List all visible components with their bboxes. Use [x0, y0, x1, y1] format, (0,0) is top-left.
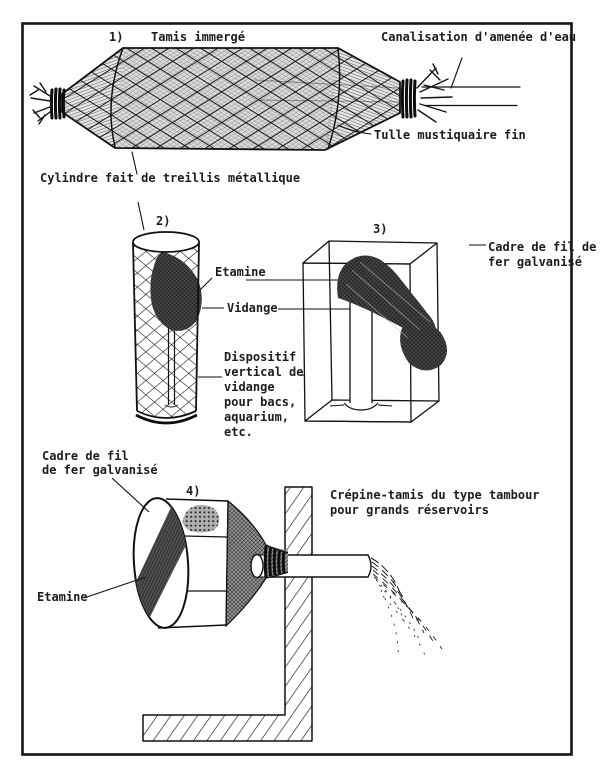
leader-etamine2-left — [199, 277, 213, 291]
fig1-water-pipe — [421, 86, 521, 107]
label-cadre-fig4: Cadre de fil de fer galvanisé — [42, 449, 158, 477]
fig4-water-jets — [370, 557, 443, 661]
leader-cylindre — [131, 151, 138, 175]
fig4-drum-drawing — [83, 477, 443, 742]
fig2-number: 2) — [156, 214, 171, 228]
label-etamine-fig2: Etamine — [215, 265, 266, 279]
leader-cadre4 — [111, 477, 150, 513]
leader-fig2-top — [137, 201, 145, 231]
label-etamine-fig4: Etamine — [37, 590, 88, 604]
leader-canalisation — [450, 57, 463, 89]
label-canalisation: Canalisation d'amenée d'eau — [381, 30, 577, 44]
fig1-title: Tamis immergé — [151, 30, 245, 44]
leader-tulle — [337, 124, 372, 135]
label-crepine: Crépine-tamis du type tambour pour grand… — [330, 488, 540, 517]
leader-etamine4 — [83, 576, 147, 599]
label-dispositif: Dispositif vertical de vidange pour bacs… — [224, 350, 304, 439]
fig2-cylinder-drawing — [132, 201, 358, 425]
fig1-number: 1) — [109, 30, 124, 44]
fig4-drum-face — [129, 497, 193, 629]
fig4-tie-wrap — [263, 544, 289, 579]
fig3-box-drawing — [302, 240, 486, 423]
fig1-net-drawing — [29, 47, 521, 175]
fig4-pipe-cap — [250, 553, 264, 579]
label-cadre-fig3: Cadre de fil de fer galvanisé — [488, 240, 597, 269]
fig3-etamine-sleeve — [337, 255, 447, 371]
fig4-number: 4) — [186, 484, 201, 498]
label-tulle: Tulle mustiquaire fin — [374, 128, 526, 142]
label-vidange: Vidange — [227, 301, 278, 315]
page-frame — [21, 22, 573, 756]
label-cylindre: Cylindre fait de treillis métallique — [40, 171, 301, 185]
fig3-number: 3) — [373, 222, 388, 236]
